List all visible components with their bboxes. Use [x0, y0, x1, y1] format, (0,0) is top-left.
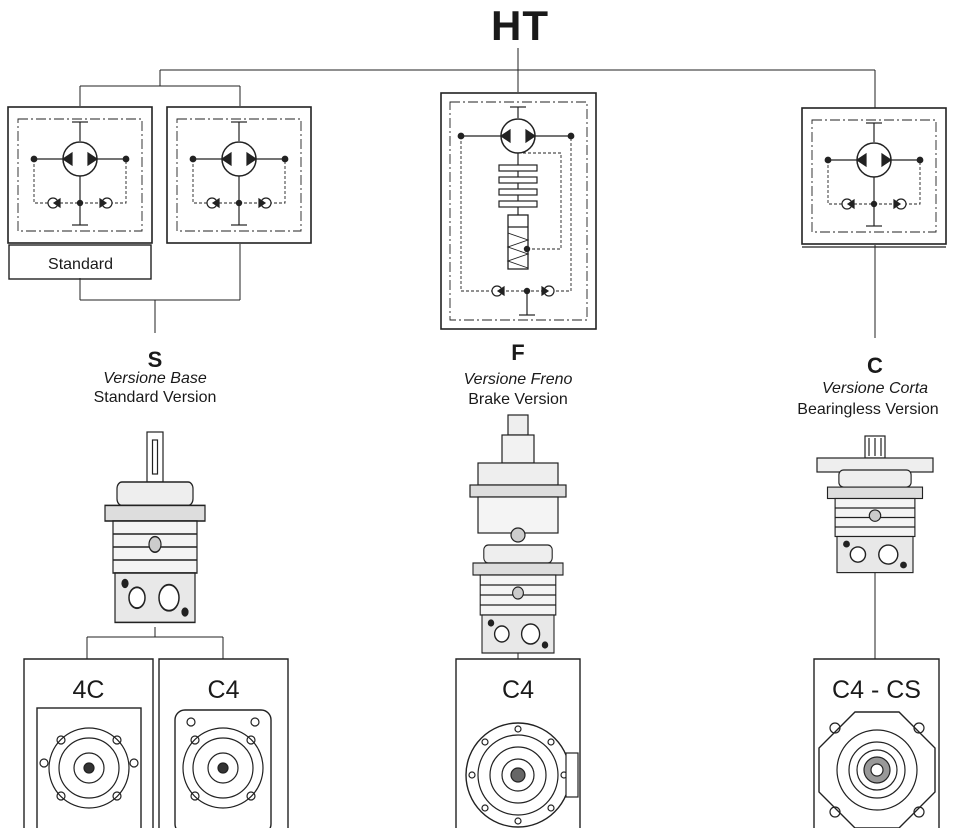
- hydraulic-motor-icon: [470, 415, 566, 653]
- version-name-it-c: Versione Corta: [775, 380, 960, 398]
- version-name-en-c: Bearingless Version: [776, 401, 960, 419]
- page-title: HT: [430, 2, 610, 50]
- flange-label-f-c4: C4: [456, 676, 580, 705]
- hydraulic-motor-icon: [817, 436, 933, 573]
- motor-flange-icon: [466, 723, 578, 827]
- motor-flange-icon: [175, 710, 271, 828]
- version-name-it-f: Versione Freno: [418, 371, 618, 389]
- flange-label-4c: 4C: [24, 676, 153, 705]
- hydraulic-motor-icon: [105, 432, 205, 622]
- version-code-f: F: [468, 340, 568, 366]
- brake-schematic-icon: [441, 93, 596, 329]
- version-name-en-f: Brake Version: [418, 391, 618, 409]
- version-name-it-s: Versione Base: [55, 370, 255, 388]
- motor-flange-icon: [37, 708, 141, 828]
- standard-label: Standard: [10, 256, 151, 274]
- version-name-en-s: Standard Version: [55, 389, 255, 407]
- version-code-c: C: [825, 353, 925, 379]
- flange-label-c4-cs: C4 - CS: [814, 676, 939, 705]
- hydraulic-schematic-icon: [802, 108, 946, 247]
- hydraulic-schematic-icon: [167, 107, 311, 243]
- motor-flange-icon: [819, 712, 935, 828]
- flange-label-c4: C4: [159, 676, 288, 705]
- hydraulic-schematic-icon: [8, 107, 152, 243]
